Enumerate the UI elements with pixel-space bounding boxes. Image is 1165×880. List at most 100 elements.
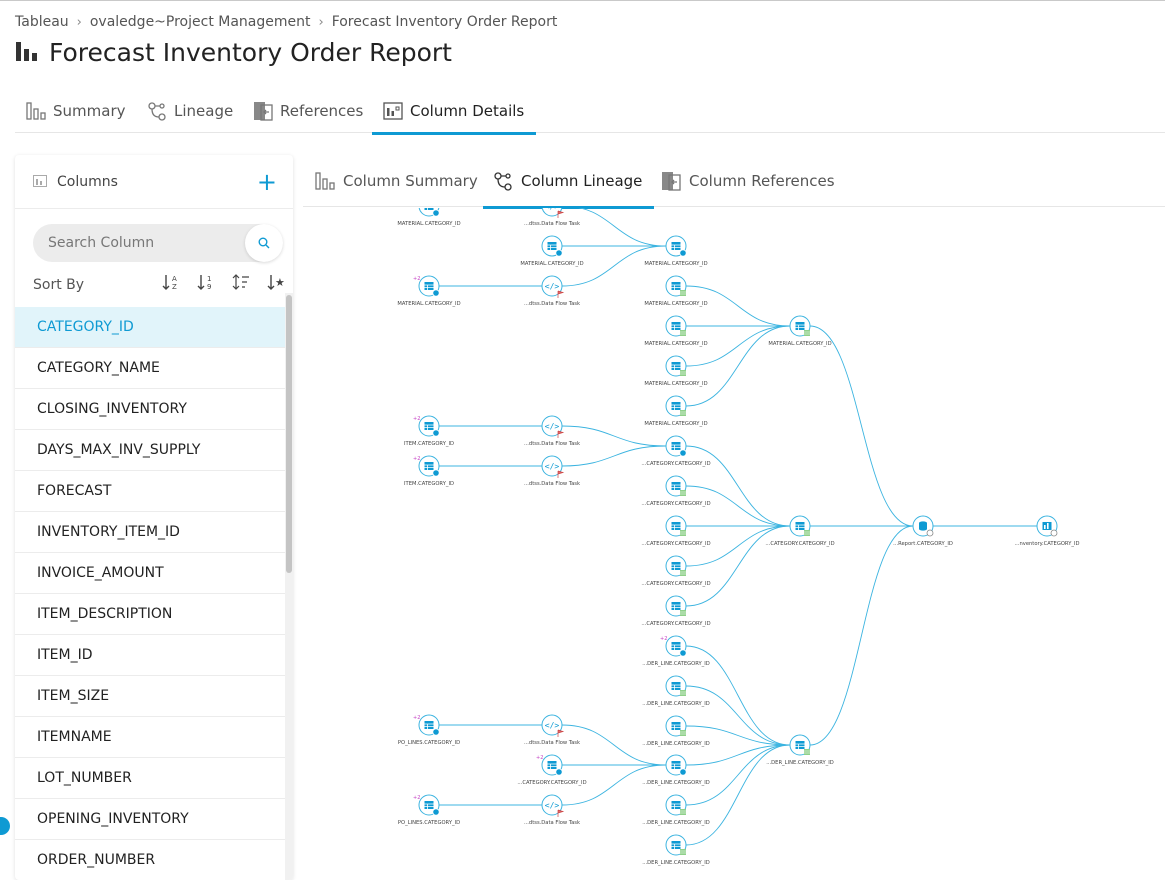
lineage-node[interactable]: ...Report.CATEGORY_ID [893,515,953,547]
lineage-node[interactable]: MATERIAL.CATEGORY_ID [520,235,584,267]
lineage-icon [147,101,167,121]
lineage-node[interactable]: ...CATEGORY.CATEGORY_ID [641,595,711,627]
lineage-node[interactable]: ...DER_LINE.CATEGORY_ID [642,754,710,786]
lineage-node-label: ...dtss.Data Flow Task [524,740,580,746]
lineage-node[interactable]: +2...DER_LINE.CATEGORY_ID [642,635,710,667]
table-icon [671,482,686,496]
tab-column-summary[interactable]: Column Summary [315,155,478,207]
lineage-node[interactable]: MATERIAL.CATEGORY_ID [644,275,708,307]
column-list-item[interactable]: ITEMNAME [15,717,285,758]
lineage-edge [685,744,791,806]
breadcrumb-item-project[interactable]: ovaledge~Project Management [89,14,311,30]
lineage-node[interactable]: MATERIAL.CATEGORY_ID [644,235,708,267]
lineage-node[interactable]: ...CATEGORY.CATEGORY_ID [641,555,711,587]
lineage-node[interactable]: </>...dtss.Data Flow Task [524,794,580,826]
breadcrumb: Tableau › ovaledge~Project Management › … [15,14,557,30]
lineage-node[interactable]: ...CATEGORY.CATEGORY_ID [765,515,835,547]
column-list-item[interactable]: CLOSING_INVENTORY [15,389,285,430]
tab-summary[interactable]: Summary [26,88,126,133]
svg-text:</>: </> [545,422,560,431]
column-list-item[interactable]: ITEM_ID [15,635,285,676]
lineage-node[interactable]: +2...CATEGORY.CATEGORY_ID [517,754,587,786]
add-column-button[interactable]: + [256,168,277,196]
lineage-node-circle [541,415,563,437]
lineage-node[interactable]: ...DER_LINE.CATEGORY_ID [642,834,710,866]
lineage-node[interactable]: +2PO_LINES.CATEGORY_ID [398,714,460,746]
lineage-edge [561,445,667,467]
lineage-node-label: ITEM.CATEGORY_ID [404,441,454,447]
column-list-item[interactable]: DAYS_MAX_INV_SUPPLY [15,430,285,471]
column-list-item[interactable]: ITEM_DESCRIPTION [15,594,285,635]
column-list-item[interactable]: LOT_NUMBER [15,758,285,799]
column-details-icon [33,172,47,191]
table-icon [671,722,686,736]
sort-lines-icon[interactable] [223,273,258,291]
tab-references[interactable]: References [253,88,363,133]
tab-column-details[interactable]: Column Details [371,88,537,135]
lineage-node[interactable]: MATERIAL.CATEGORY_ID [644,355,708,387]
lineage-node[interactable]: ...CATEGORY.CATEGORY_ID [641,515,711,547]
lineage-node-badge: +2 [413,276,420,282]
scrollbar-thumb[interactable] [286,295,292,573]
help-toggle[interactable] [0,817,10,835]
lineage-node-label: MATERIAL.CATEGORY_ID [644,421,707,427]
sort-star-icon[interactable]: ★ [258,273,293,291]
lineage-node[interactable]: ...nventory.CATEGORY_ID [1015,515,1080,547]
lineage-node[interactable]: </>...dtss.Data Flow Task [524,208,580,227]
table-icon [671,761,687,776]
lineage-node-label: ...dtss.Data Flow Task [524,441,580,447]
tab-column-lineage[interactable]: Column Lineage [482,155,655,209]
lineage-node[interactable]: MATERIAL.CATEGORY_ID [397,208,461,227]
lineage-node[interactable]: ...CATEGORY.CATEGORY_ID [641,435,711,467]
lineage-node[interactable]: </>...dtss.Data Flow Task [524,275,580,307]
lineage-edge [809,325,914,527]
tab-column-references[interactable]: Column References [661,155,835,207]
column-list-item[interactable]: CATEGORY_NAME [15,348,285,389]
columns-panel-title: Columns [57,173,118,190]
column-list-item[interactable]: INVOICE_AMOUNT [15,553,285,594]
lineage-node[interactable]: MATERIAL.CATEGORY_ID [768,315,832,347]
database-icon [919,521,934,537]
column-list-item[interactable]: ORDER_NUMBER [15,840,285,880]
lineage-node[interactable]: </> ...dtss.Data Flow Task [524,415,580,447]
tab-lineage[interactable]: Lineage [147,88,233,133]
breadcrumb-item-tableau[interactable]: Tableau [15,14,69,30]
lineage-node[interactable]: MATERIAL.CATEGORY_ID [644,315,708,347]
lineage-node[interactable]: ...CATEGORY.CATEGORY_ID [641,475,711,507]
code-icon: </> [545,721,565,737]
tab-label: Summary [53,101,126,120]
lineage-node[interactable]: ...DER_LINE.CATEGORY_ID [642,715,710,747]
scrollbar-track[interactable] [285,293,293,880]
column-list-item[interactable]: INVENTORY_ITEM_ID [15,512,285,553]
table-icon [671,841,686,855]
lineage-node[interactable]: ...DER_LINE.CATEGORY_ID [642,794,710,826]
lineage-node-label: ...CATEGORY.CATEGORY_ID [765,541,834,547]
lineage-node-label: PO_LINES.CATEGORY_ID [398,820,460,826]
search-button[interactable] [245,224,283,262]
column-list-item[interactable]: CATEGORY_ID [15,307,285,348]
lineage-node[interactable]: ...DER_LINE.CATEGORY_ID [766,734,834,766]
lineage-canvas[interactable]: MATERIAL.CATEGORY_ID </> ...dtss.Data Flow… [303,208,1165,880]
column-list-item[interactable]: ITEM_SIZE [15,676,285,717]
lineage-graph[interactable]: MATERIAL.CATEGORY_ID </> ...dtss.Data Flow… [303,208,1165,880]
lineage-node[interactable]: MATERIAL.CATEGORY_ID [644,395,708,427]
lineage-node[interactable]: ...DER_LINE.CATEGORY_ID [642,675,710,707]
lineage-node[interactable]: </> ...dtss.Data Flow Task [524,714,580,746]
lineage-edge [685,725,791,746]
lineage-node-circle [541,794,563,816]
lineage-edge [561,425,667,447]
lineage-edge [685,685,791,746]
column-list-item[interactable]: OPENING_INVENTORY [15,799,285,840]
column-list-item[interactable]: FORECAST [15,471,285,512]
lineage-node-label: ...DER_LINE.CATEGORY_ID [642,820,710,826]
lineage-node-label: MATERIAL.CATEGORY_ID [520,261,583,267]
lineage-node[interactable]: +2PO_LINES.CATEGORY_ID [398,794,460,826]
subtab-label: Column Lineage [521,172,643,190]
lineage-node[interactable]: </>...dtss.Data Flow Task [524,455,580,487]
search-input[interactable] [33,224,233,262]
